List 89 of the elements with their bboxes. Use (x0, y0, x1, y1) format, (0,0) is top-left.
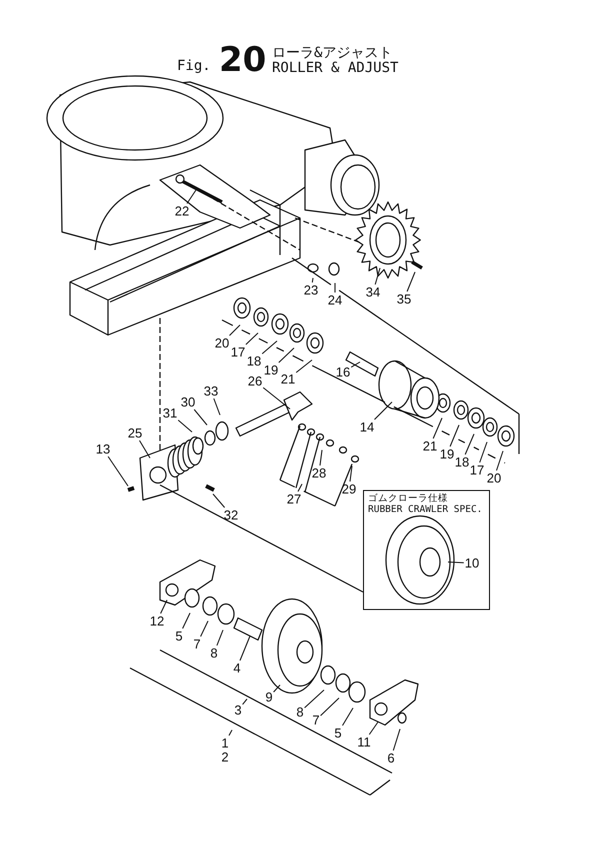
callout-number: 3 (234, 704, 242, 716)
leader-line (406, 272, 416, 292)
callout-number: 32 (224, 508, 238, 522)
callout-number: 1 (221, 736, 229, 750)
callout-number: 5 (175, 630, 183, 642)
inset-box (363, 490, 490, 610)
callout-number: 25 (128, 426, 142, 440)
callout-number: 33 (204, 384, 218, 398)
callout-number: 20 (486, 472, 502, 484)
callout-number: 29 (342, 482, 356, 496)
leader-line (448, 562, 464, 564)
leader-line (186, 190, 196, 204)
leader-line (496, 450, 504, 471)
callout-number: 30 (180, 396, 196, 408)
callout-number: 7 (312, 714, 320, 726)
callout-number: 17 (470, 464, 484, 476)
leader-line (374, 268, 380, 285)
inset-subheading: RUBBER CRAWLER SPEC. (368, 504, 482, 515)
leader-line (240, 636, 250, 661)
callout-number: 14 (360, 420, 374, 434)
callout-number: 35 (396, 292, 412, 306)
callout-number: 21 (422, 440, 438, 452)
callout-number: 13 (96, 442, 110, 456)
leader-line (182, 612, 190, 629)
callout-number: 12 (150, 614, 164, 628)
callout-number: 27 (286, 492, 302, 506)
callout-number: 34 (366, 286, 380, 298)
callout-number: 26 (248, 374, 262, 388)
leader-line (350, 362, 360, 368)
leader-line (432, 418, 442, 439)
leader-line (194, 409, 208, 426)
leader-line (312, 278, 314, 283)
callout-number: 22 (174, 204, 190, 218)
callout-number: 23 (304, 284, 318, 296)
callout-number: 19 (440, 448, 454, 460)
leader-line (160, 600, 168, 614)
callout-number: 6 (387, 752, 395, 764)
callout-number: 8 (296, 706, 304, 718)
callout-number: 20 (214, 336, 230, 350)
leader-line (262, 340, 278, 354)
leader-line (320, 698, 340, 716)
callout-number: 19 (264, 364, 278, 376)
leader-line (178, 420, 192, 432)
callout-number: 8 (210, 646, 218, 660)
leader-line (334, 282, 336, 293)
leader-line (368, 722, 378, 735)
leader-line (350, 466, 352, 482)
leader-line (273, 684, 280, 692)
leader-line (298, 484, 302, 492)
leader-line (342, 708, 354, 726)
leader-line (320, 450, 322, 466)
callout-number: 10 (464, 556, 480, 570)
figure-prefix: Fig. (177, 58, 211, 74)
leader-line (392, 728, 400, 751)
leader-line (296, 360, 312, 373)
leader-line (229, 324, 240, 336)
leader-line (212, 494, 226, 508)
leader-line (200, 620, 208, 637)
leader-line (139, 440, 150, 458)
figure-number: 20 (219, 42, 266, 78)
leader-line (228, 730, 232, 736)
callout-number: 7 (193, 638, 201, 650)
callout-number: 21 (280, 372, 296, 386)
callout-number: 31 (162, 406, 178, 420)
leader-line (479, 442, 488, 463)
leader-line (262, 387, 290, 410)
callout-number: 18 (454, 456, 470, 468)
leader-line (304, 690, 324, 708)
leader-line (278, 348, 294, 363)
leader-line (245, 332, 258, 345)
callout-number: 11 (357, 736, 371, 748)
leader-line (374, 402, 392, 420)
callout-number: 16 (336, 366, 350, 378)
leader-line (213, 398, 220, 416)
callout-number: 24 (328, 294, 342, 306)
leader-line (450, 424, 460, 447)
leader-line (464, 434, 474, 455)
callout-number: 2 (221, 750, 229, 764)
callout-number: 28 (312, 466, 326, 480)
callout-number: 17 (230, 346, 246, 358)
inset-heading: ゴムクローラ仕様 (368, 493, 448, 504)
callout-number: 9 (265, 690, 273, 704)
figure-title: ローラ&アジャスト ROLLER & ADJUST (272, 46, 400, 76)
callout-number: 5 (334, 726, 342, 740)
callout-number: 18 (246, 354, 262, 368)
leader-line (216, 630, 224, 646)
leader-line (108, 456, 128, 486)
leader-line (242, 698, 248, 705)
callout-number: 4 (233, 662, 241, 674)
